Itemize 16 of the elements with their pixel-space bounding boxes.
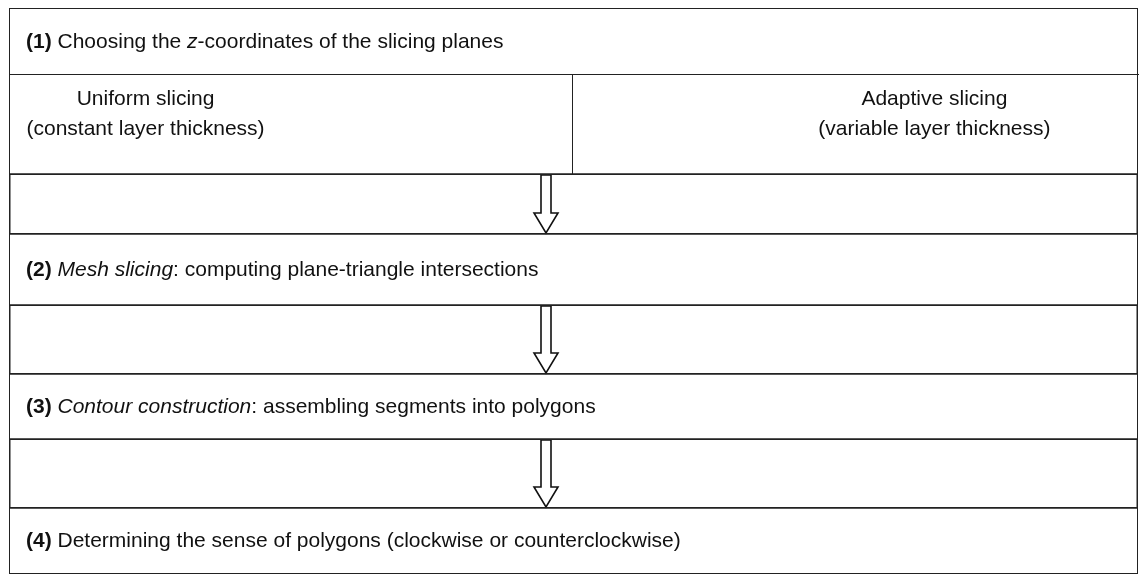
arrow bbox=[532, 439, 560, 509]
step-title: (3) Contour construction: assembling segments into polygons bbox=[26, 393, 596, 419]
step-box bbox=[9, 373, 1138, 440]
slicing-label: (variable layer thickness) bbox=[818, 115, 1051, 141]
step-box bbox=[9, 8, 1138, 175]
slicing-label: (constant layer thickness) bbox=[26, 115, 265, 141]
step-box bbox=[9, 507, 1138, 574]
arrow bbox=[532, 174, 560, 235]
slicing-label: Uniform slicing bbox=[75, 85, 216, 111]
step-title: (1) Choosing the z-coordinates of the slicing planes bbox=[26, 28, 504, 54]
step-title: (4) Determining the sense of polygons (clockwise or counterclockwise) bbox=[26, 527, 681, 553]
step-title: (2) Mesh slicing: computing plane-triangle intersections bbox=[26, 256, 539, 282]
slicing-label: Adaptive slicing bbox=[860, 85, 1009, 111]
arrow bbox=[532, 305, 560, 375]
step-box bbox=[9, 233, 1138, 306]
table-cell bbox=[8, 74, 573, 174]
